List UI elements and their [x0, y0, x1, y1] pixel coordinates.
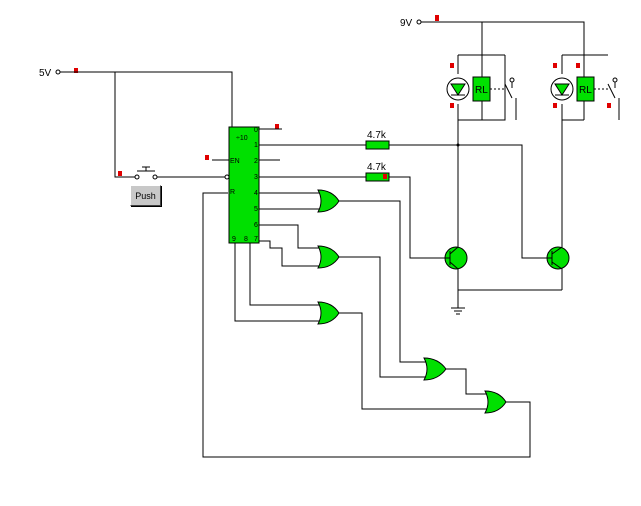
- resistor-2-label: 4.7k: [367, 162, 387, 173]
- push-button[interactable]: Push: [130, 185, 161, 206]
- relay-1-label: RL: [475, 85, 488, 96]
- or-gate-2: [317, 245, 340, 269]
- counter-output-2: 2: [254, 158, 258, 165]
- counter-input-en: EN: [230, 158, 240, 165]
- resistor-2: [365, 172, 390, 182]
- ground-icon: [451, 307, 465, 315]
- counter-output-6: 6: [254, 222, 258, 229]
- resistor-1-label: 4.7k: [367, 130, 387, 141]
- counter-output-3: 3: [254, 174, 258, 181]
- supply-9v-label: 9V: [400, 18, 413, 29]
- counter-output-4: 4: [254, 190, 258, 197]
- or-gate-5: [484, 390, 507, 414]
- or-gate-4: [423, 357, 447, 381]
- transistor-2: [546, 240, 570, 290]
- counter-output-0: 0: [254, 127, 258, 134]
- relay-2-label: RL: [579, 85, 592, 96]
- decade-counter-ic: ÷10 EN R 0 1 2 3 4 5 6 7 9 8: [228, 126, 260, 244]
- counter-input-r: R: [230, 189, 235, 196]
- transistor-1: [444, 240, 468, 290]
- relay-coil-1: RL: [472, 76, 491, 102]
- counter-output-1: 1: [254, 142, 258, 149]
- resistor-1: [365, 140, 390, 150]
- probe-indicator: [74, 68, 78, 73]
- supply-5v-label: 5V: [39, 68, 52, 79]
- or-gate-3: [317, 301, 340, 325]
- relay-coil-2: RL: [576, 76, 595, 102]
- counter-output-7: 7: [254, 236, 258, 243]
- counter-title: ÷10: [236, 135, 248, 142]
- push-switch[interactable]: [134, 166, 158, 180]
- counter-pin-9: 9: [232, 236, 236, 243]
- supply-5v: 5V: [39, 68, 78, 79]
- indicator-lamp-2: [550, 77, 574, 101]
- or-gate-1: [317, 189, 340, 213]
- counter-output-5: 5: [254, 206, 258, 213]
- indicator-lamp-1: [446, 77, 470, 101]
- counter-pin-8: 8: [244, 236, 248, 243]
